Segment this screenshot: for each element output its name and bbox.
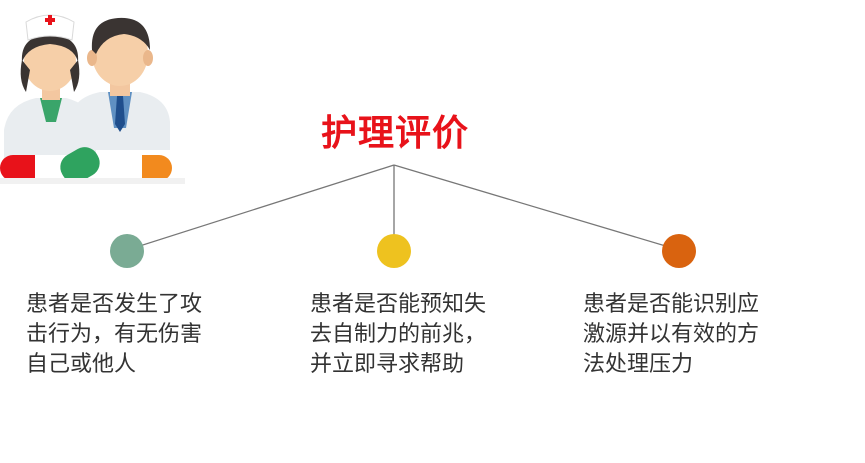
dot-green — [110, 234, 144, 268]
connector-line-right — [394, 165, 679, 250]
caption-center: 患者是否能预知失去自制力的前兆，并立即寻求帮助 — [310, 290, 500, 380]
caption-left: 患者是否发生了攻击行为，有无伤害自己或他人 — [26, 290, 216, 380]
caption-right: 患者是否能识别应激源并以有效的方法处理压力 — [583, 290, 773, 380]
dot-orange — [662, 234, 696, 268]
connector-line-left — [127, 165, 394, 250]
dot-yellow — [377, 234, 411, 268]
